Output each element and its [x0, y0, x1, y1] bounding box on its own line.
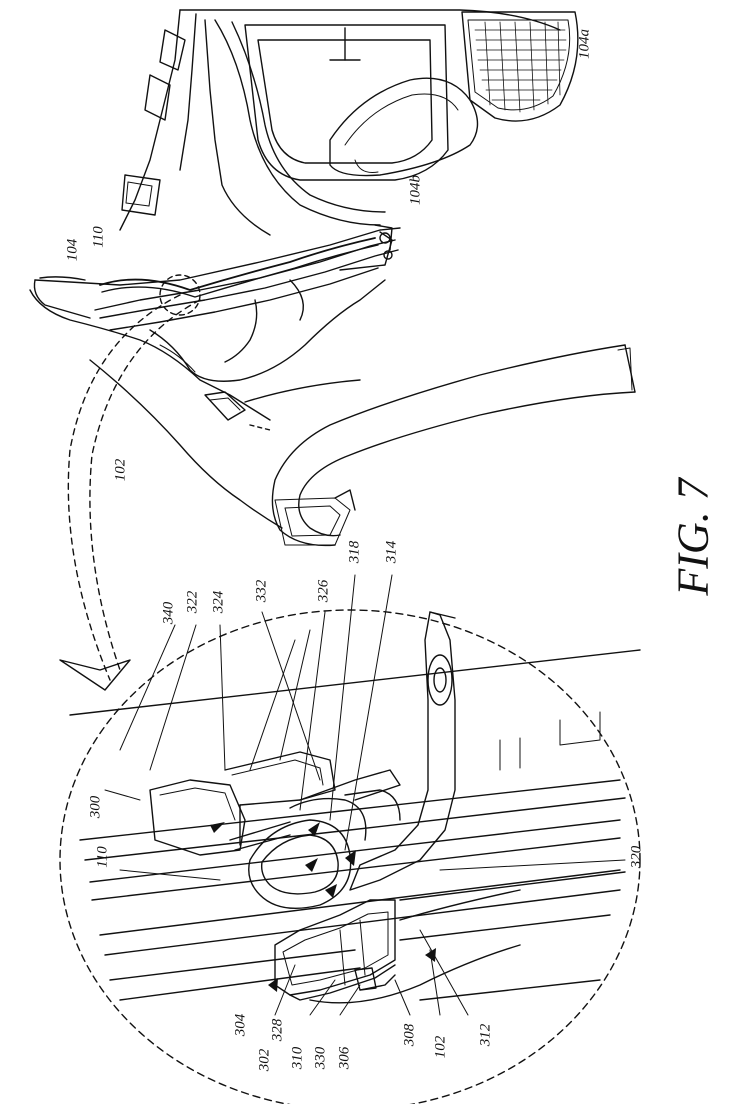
ref-302-label: 302	[257, 1049, 274, 1072]
ref-304-label: 304	[233, 1014, 250, 1037]
ref-104b-label: 104b	[408, 175, 425, 205]
ref-324-label: 324	[211, 591, 228, 614]
ref-308-label: 308	[402, 1024, 419, 1047]
ref-340-label: 340	[161, 602, 178, 625]
ref-318-label: 318	[347, 541, 364, 564]
ref-326-label: 326	[316, 580, 333, 603]
ref-306-label: 306	[337, 1047, 354, 1070]
ref-110-label-top: 110	[91, 226, 108, 247]
ref-328-label: 328	[270, 1019, 287, 1042]
detail-view	[70, 575, 640, 1015]
upper-assembly	[30, 10, 578, 430]
ref-320-label: 320	[629, 846, 646, 869]
ref-104a-label: 104a	[577, 29, 594, 59]
ref-314-label: 314	[384, 541, 401, 564]
ref-102-label-top: 102	[113, 459, 130, 482]
ref-322-label: 322	[185, 591, 202, 614]
ref-310-label: 310	[290, 1047, 307, 1070]
ref-104-label: 104	[65, 239, 82, 262]
figure-label: FIG. 7	[668, 478, 719, 595]
trim-strip-102	[90, 345, 635, 545]
ref-110-label-detail: 110	[95, 846, 112, 867]
ref-330-label: 330	[313, 1047, 330, 1070]
ref-332-label: 332	[254, 580, 271, 603]
ref-300-label: 300	[88, 796, 105, 819]
ref-312-label: 312	[478, 1024, 495, 1047]
ref-102-label-detail: 102	[433, 1036, 450, 1059]
